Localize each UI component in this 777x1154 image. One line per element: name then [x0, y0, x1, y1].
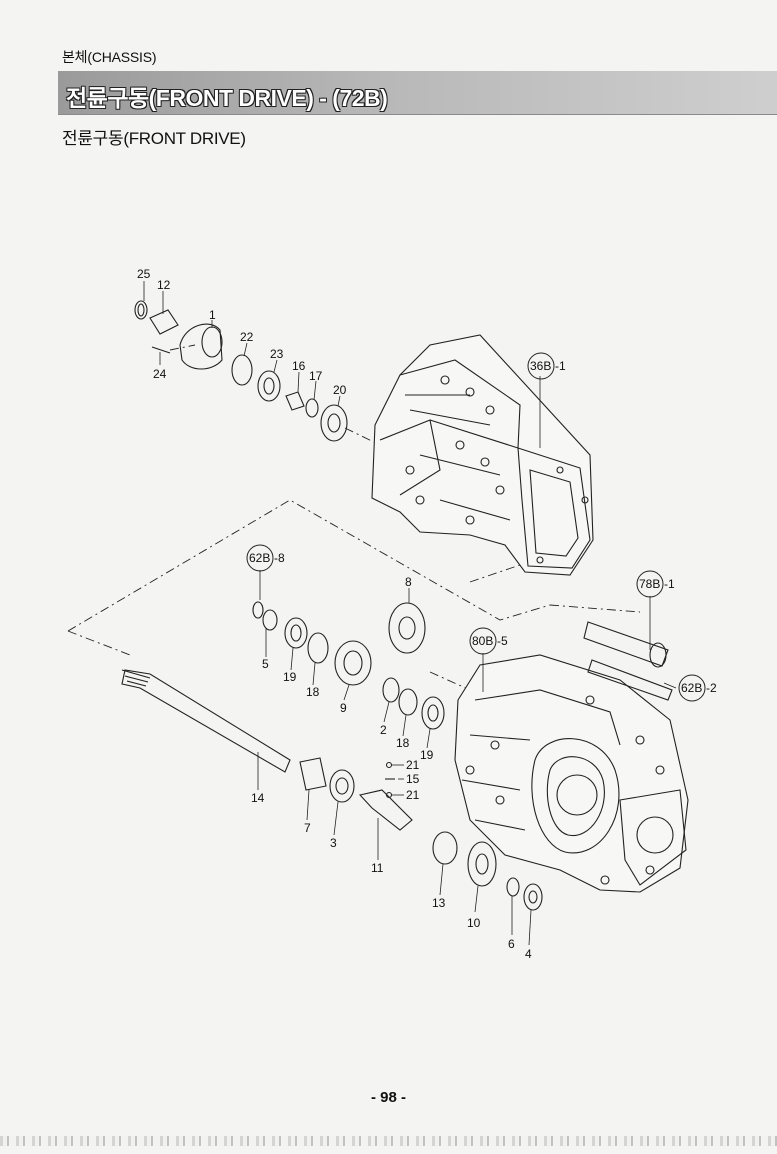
part-label-25: 25 — [137, 267, 151, 281]
ref-80b-code: 80B — [472, 634, 493, 648]
part-label-18-b: 18 — [396, 736, 410, 750]
part-label-1: 1 — [209, 308, 216, 322]
page-number: - 98 - — [370, 1089, 406, 1106]
part-label-12: 12 — [157, 278, 171, 292]
ref-78b-code: 78B — [639, 577, 660, 591]
part-label-23: 23 — [270, 347, 284, 361]
section-label: 본체(CHASSIS) — [62, 49, 157, 65]
part-label-3: 3 — [330, 836, 337, 850]
reference-circle-62b-8 — [246, 544, 274, 572]
ref-62b-2-suffix: -2 — [706, 681, 717, 695]
upper-transmission-case — [371, 334, 594, 576]
ref-62b-8-suffix: -8 — [274, 551, 285, 565]
diagram-subtitle: 전륜구동(FRONT DRIVE) — [62, 129, 246, 148]
reference-circle-78b-1 — [636, 570, 664, 598]
part-label-5: 5 — [262, 657, 269, 671]
part-label-4: 4 — [525, 947, 532, 961]
ref-62b-2-code: 62B — [681, 681, 702, 695]
part-label-22: 22 — [240, 330, 254, 344]
ref-80b-suffix: -5 — [497, 634, 508, 648]
ref-62b-8-code: 62B — [249, 551, 270, 565]
part-label-24: 24 — [153, 367, 167, 381]
part-label-9: 9 — [340, 701, 347, 715]
part-label-15: 15 — [406, 772, 420, 786]
reference-circle-80b-5 — [469, 627, 497, 655]
ref-78b-suffix: -1 — [664, 577, 675, 591]
part-label-8: 8 — [405, 575, 412, 589]
part-label-18: 18 — [306, 685, 320, 699]
part-label-16: 16 — [292, 359, 306, 373]
part-label-19: 19 — [283, 670, 297, 684]
part-label-2: 2 — [380, 723, 387, 737]
ref-36b-code: 36B — [530, 359, 551, 373]
part-label-20: 20 — [333, 383, 347, 397]
title-bar: 전륜구동(FRONT DRIVE) - (72B) — [58, 71, 777, 115]
reference-labels: 36B -1 62B -8 78B -1 80B -5 62B -2 — [249, 359, 717, 695]
lower-front-drive-case — [454, 654, 689, 893]
part-label-11: 11 — [371, 861, 384, 875]
leader-lines — [143, 281, 677, 946]
part-number-labels: 25 12 1 22 24 23 16 17 20 8 5 19 18 9 2 … — [137, 267, 532, 961]
front-drive-shaft-parts — [121, 601, 673, 911]
part-label-7: 7 — [304, 821, 311, 835]
part-label-17: 17 — [309, 369, 323, 383]
part-label-6: 6 — [508, 937, 515, 951]
part-label-14: 14 — [251, 791, 265, 805]
ref-36b-suffix: -1 — [555, 359, 566, 373]
upper-shaft-parts — [134, 300, 348, 442]
part-label-13: 13 — [432, 896, 446, 910]
scan-edge-strip — [0, 1136, 777, 1146]
part-label-21-b: 21 — [406, 788, 420, 802]
page-title: 전륜구동(FRONT DRIVE) - (72B) — [66, 85, 388, 111]
reference-circle-62b-2 — [678, 674, 706, 702]
part-label-10: 10 — [467, 916, 481, 930]
part-label-19-b: 19 — [420, 748, 434, 762]
part-label-21: 21 — [406, 758, 420, 772]
reference-circle-36b — [527, 352, 555, 380]
